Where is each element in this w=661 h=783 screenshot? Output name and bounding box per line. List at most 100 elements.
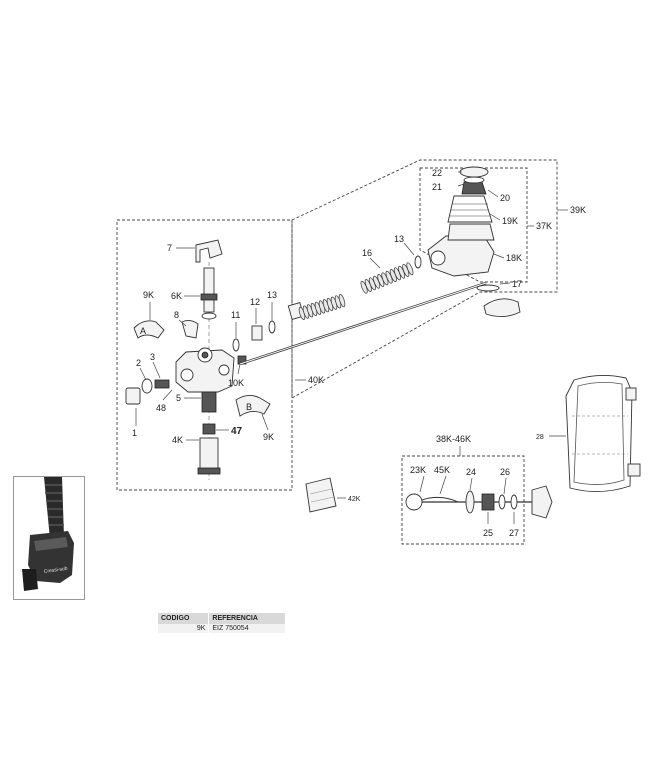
label-4k: 4K: [172, 435, 183, 445]
label-47: 47: [231, 426, 243, 437]
label-11: 11: [231, 310, 240, 320]
part-22-cap: [459, 166, 489, 178]
part-body-port-inner: [201, 351, 209, 359]
label-42k: 42K: [348, 496, 361, 503]
leader-19k: [489, 213, 501, 221]
table-header-row: CODIGO REFERENCIA: [158, 613, 286, 624]
part-13-oring-a: [268, 320, 276, 334]
part-47-seat: [202, 423, 216, 435]
part-42k-bag-line-2: [310, 496, 335, 503]
photo-purge-button: [22, 569, 38, 591]
label-a: A: [140, 326, 146, 336]
leader-23k: [419, 475, 425, 493]
part-2-oring: [141, 378, 153, 394]
label-27: 27: [509, 528, 519, 538]
part-6k-seat: [200, 293, 218, 301]
part-hose-corrugated: [287, 294, 346, 320]
label-10k: 10K: [228, 378, 244, 388]
group-outline-39k: [291, 159, 558, 399]
label-22: 22: [432, 168, 442, 178]
group-outline-main-body: [116, 219, 293, 491]
leader-17: [499, 282, 511, 285]
label-1: 1: [132, 428, 137, 438]
product-photo-drawing: Cressi-sub: [22, 477, 74, 591]
label-37k: 37K: [536, 221, 552, 231]
leader-18k: [493, 253, 505, 259]
part-24-disc: [465, 490, 475, 514]
label-b: B: [246, 402, 252, 412]
part-exhaust-valve: [531, 485, 553, 519]
part-5-spring: [201, 391, 217, 413]
part-8-lever: [181, 319, 199, 339]
leader-21: [457, 183, 465, 187]
label-28: 28: [536, 434, 544, 441]
label-18k: 18K: [506, 253, 522, 263]
label-19k: 19K: [502, 216, 518, 226]
table-header-referencia: REFERENCIA: [208, 613, 286, 624]
leader-8: [178, 319, 187, 327]
label-23k: 23K: [410, 465, 426, 475]
table-row: 9K EIZ 750054: [158, 624, 286, 633]
label-7: 7: [167, 243, 172, 253]
label-45k: 45K: [434, 465, 450, 475]
leader-48: [162, 389, 173, 401]
part-oring-6k: [201, 312, 217, 320]
label-6k: 6K: [171, 291, 182, 301]
leader-16: [369, 257, 381, 269]
label-9k-a: 9K: [143, 290, 154, 300]
leader-3: [152, 361, 161, 379]
leader-9k-b: [261, 413, 269, 431]
label-17: 17: [512, 279, 522, 289]
part-27-ring: [510, 494, 518, 510]
part-26-ring: [498, 494, 506, 510]
photo-hose-ridges: [45, 484, 64, 526]
label-21: 21: [432, 182, 442, 192]
leader-10k: [237, 363, 241, 375]
label-13-b: 13: [394, 234, 404, 244]
part-11-oring: [232, 338, 240, 352]
label-38k-46k: 38K-46K: [436, 434, 471, 444]
part-9k-cover-b: [235, 395, 271, 417]
part-28-bag: [565, 375, 633, 492]
part-20-spring: [461, 181, 487, 195]
photo-hose: [44, 477, 64, 539]
group-outline-38k-46k: [401, 455, 525, 545]
label-39k: 39K: [570, 205, 586, 215]
label-12: 12: [250, 297, 260, 307]
part-head-port: [430, 250, 446, 266]
label-9k-b: 9K: [263, 432, 274, 442]
part-main-body: [175, 349, 235, 393]
table-cell-referencia: EIZ 750054: [208, 624, 286, 633]
part-body-side-port-2: [218, 364, 230, 376]
part-6k-stem: [203, 267, 215, 313]
label-48: 48: [156, 403, 166, 413]
part-45k-stem: [421, 496, 459, 503]
part-40k-rod-highlight: [239, 282, 487, 365]
table-header-codigo: CODIGO: [158, 613, 210, 624]
part-25-spring: [481, 493, 495, 511]
reference-table: CODIGO REFERENCIA 9K EIZ 750054: [158, 613, 286, 633]
part-21-washer: [463, 176, 485, 184]
part-28-bag-tab-bottom: [627, 463, 641, 477]
part-17-ring: [476, 284, 500, 292]
leader-24: [469, 477, 473, 491]
part-4k-base: [197, 467, 221, 475]
photo-regulator-highlight: [34, 537, 68, 551]
leader-13-b: [403, 242, 415, 256]
part-4k-valve: [199, 437, 219, 473]
part-mouthpiece: [483, 298, 521, 317]
part-18k-diaphragm: [447, 223, 495, 241]
label-40k: 40K: [308, 375, 324, 385]
part-42k-bag: [305, 477, 337, 513]
part-body-side-port: [180, 368, 194, 382]
label-26: 26: [500, 467, 510, 477]
part-19k-cone: [447, 195, 493, 223]
label-13-a: 13: [267, 290, 277, 300]
leader-20: [487, 189, 499, 198]
part-28-bag-tab-top: [625, 387, 637, 401]
table-cell-codigo: 9K: [158, 624, 210, 633]
part-1-cap: [125, 387, 141, 405]
label-2: 2: [136, 358, 141, 368]
part-9k-cover-a: [133, 320, 165, 339]
